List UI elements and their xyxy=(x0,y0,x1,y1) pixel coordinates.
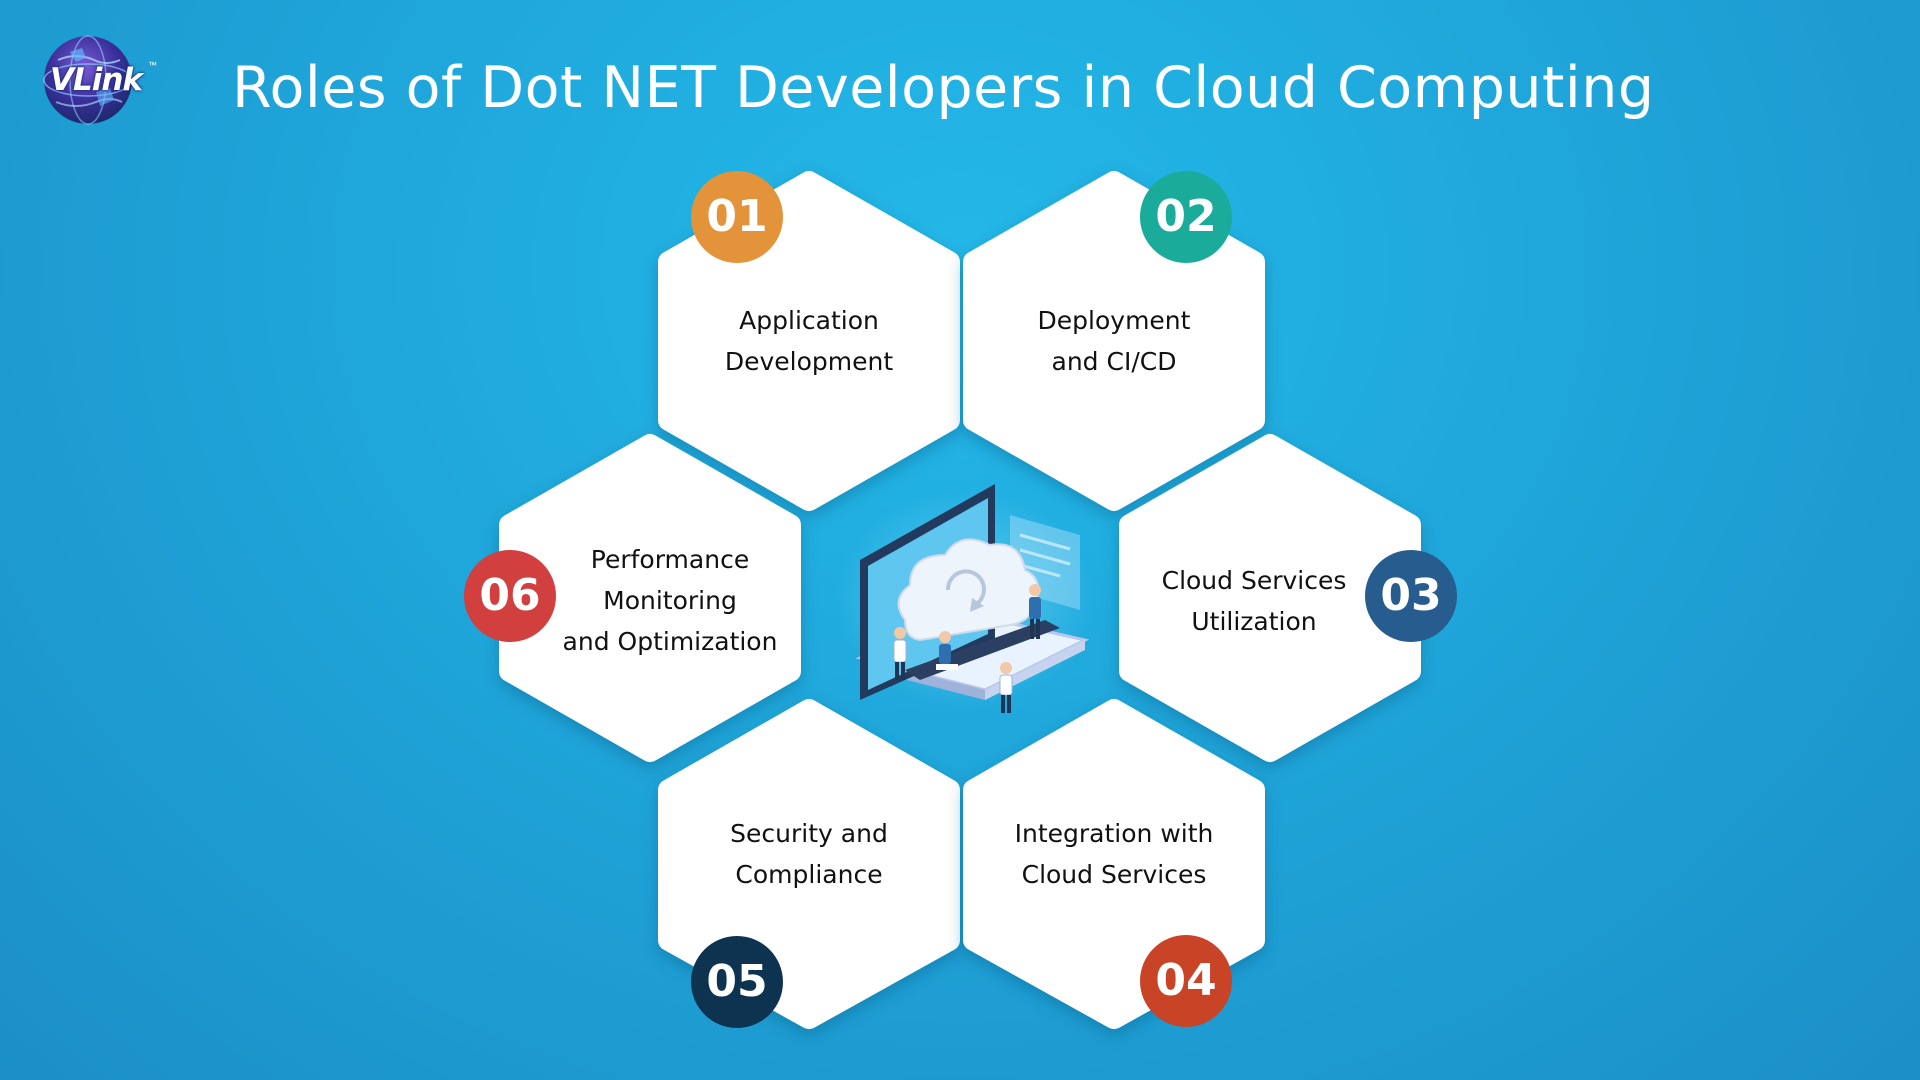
globe-icon xyxy=(43,35,133,125)
logo-text: VLink xyxy=(49,62,143,98)
role-label-line: Cloud Services xyxy=(1161,566,1347,595)
role-label-line: Compliance xyxy=(735,860,883,889)
role-label-line: Development xyxy=(724,347,894,376)
badge-02 xyxy=(1140,171,1232,263)
badge-number-01: 01 xyxy=(706,191,768,242)
role-label-line: Integration with xyxy=(1014,819,1214,848)
badge-01 xyxy=(691,171,783,263)
badge-number-02: 02 xyxy=(1155,191,1217,242)
role-label-line: Cloud Services xyxy=(1021,860,1207,889)
badge-number-03: 03 xyxy=(1380,570,1442,621)
badge-04 xyxy=(1140,935,1232,1027)
role-label-05: Security and Compliance xyxy=(699,813,919,895)
logo-trademark: ™ xyxy=(148,60,157,70)
role-label-03: Cloud Services Utilization xyxy=(1144,560,1364,642)
badge-03 xyxy=(1365,550,1457,642)
badge-number-05: 05 xyxy=(706,956,768,1007)
role-label-02: Deployment and CI/CD xyxy=(1004,300,1224,382)
role-label-line: Deployment xyxy=(1037,306,1191,335)
vlink-logo: VLink ™ xyxy=(36,30,157,130)
role-label-line: Utilization xyxy=(1191,607,1317,636)
role-label-01: Application Development xyxy=(699,300,919,382)
role-label-line: Monitoring xyxy=(603,586,737,615)
role-label-line: and Optimization xyxy=(562,627,778,656)
role-label-line: Application xyxy=(739,306,879,335)
badge-number-04: 04 xyxy=(1155,955,1217,1006)
hexagon-03 xyxy=(1119,434,1421,762)
hexagon-06 xyxy=(499,434,801,762)
badge-05 xyxy=(691,936,783,1028)
role-label-04: Integration with Cloud Services xyxy=(1004,813,1224,895)
badge-number-06: 06 xyxy=(479,570,541,621)
role-label-line: Performance xyxy=(590,545,750,574)
page-title: Roles of Dot NET Developers in Cloud Com… xyxy=(232,55,1655,121)
role-label-06: Performance Monitoring and Optimization xyxy=(550,539,790,662)
role-label-line: and CI/CD xyxy=(1051,347,1177,376)
cloud-computing-illustration xyxy=(835,484,1095,713)
role-label-line: Security and xyxy=(730,819,888,848)
badge-06 xyxy=(464,550,556,642)
